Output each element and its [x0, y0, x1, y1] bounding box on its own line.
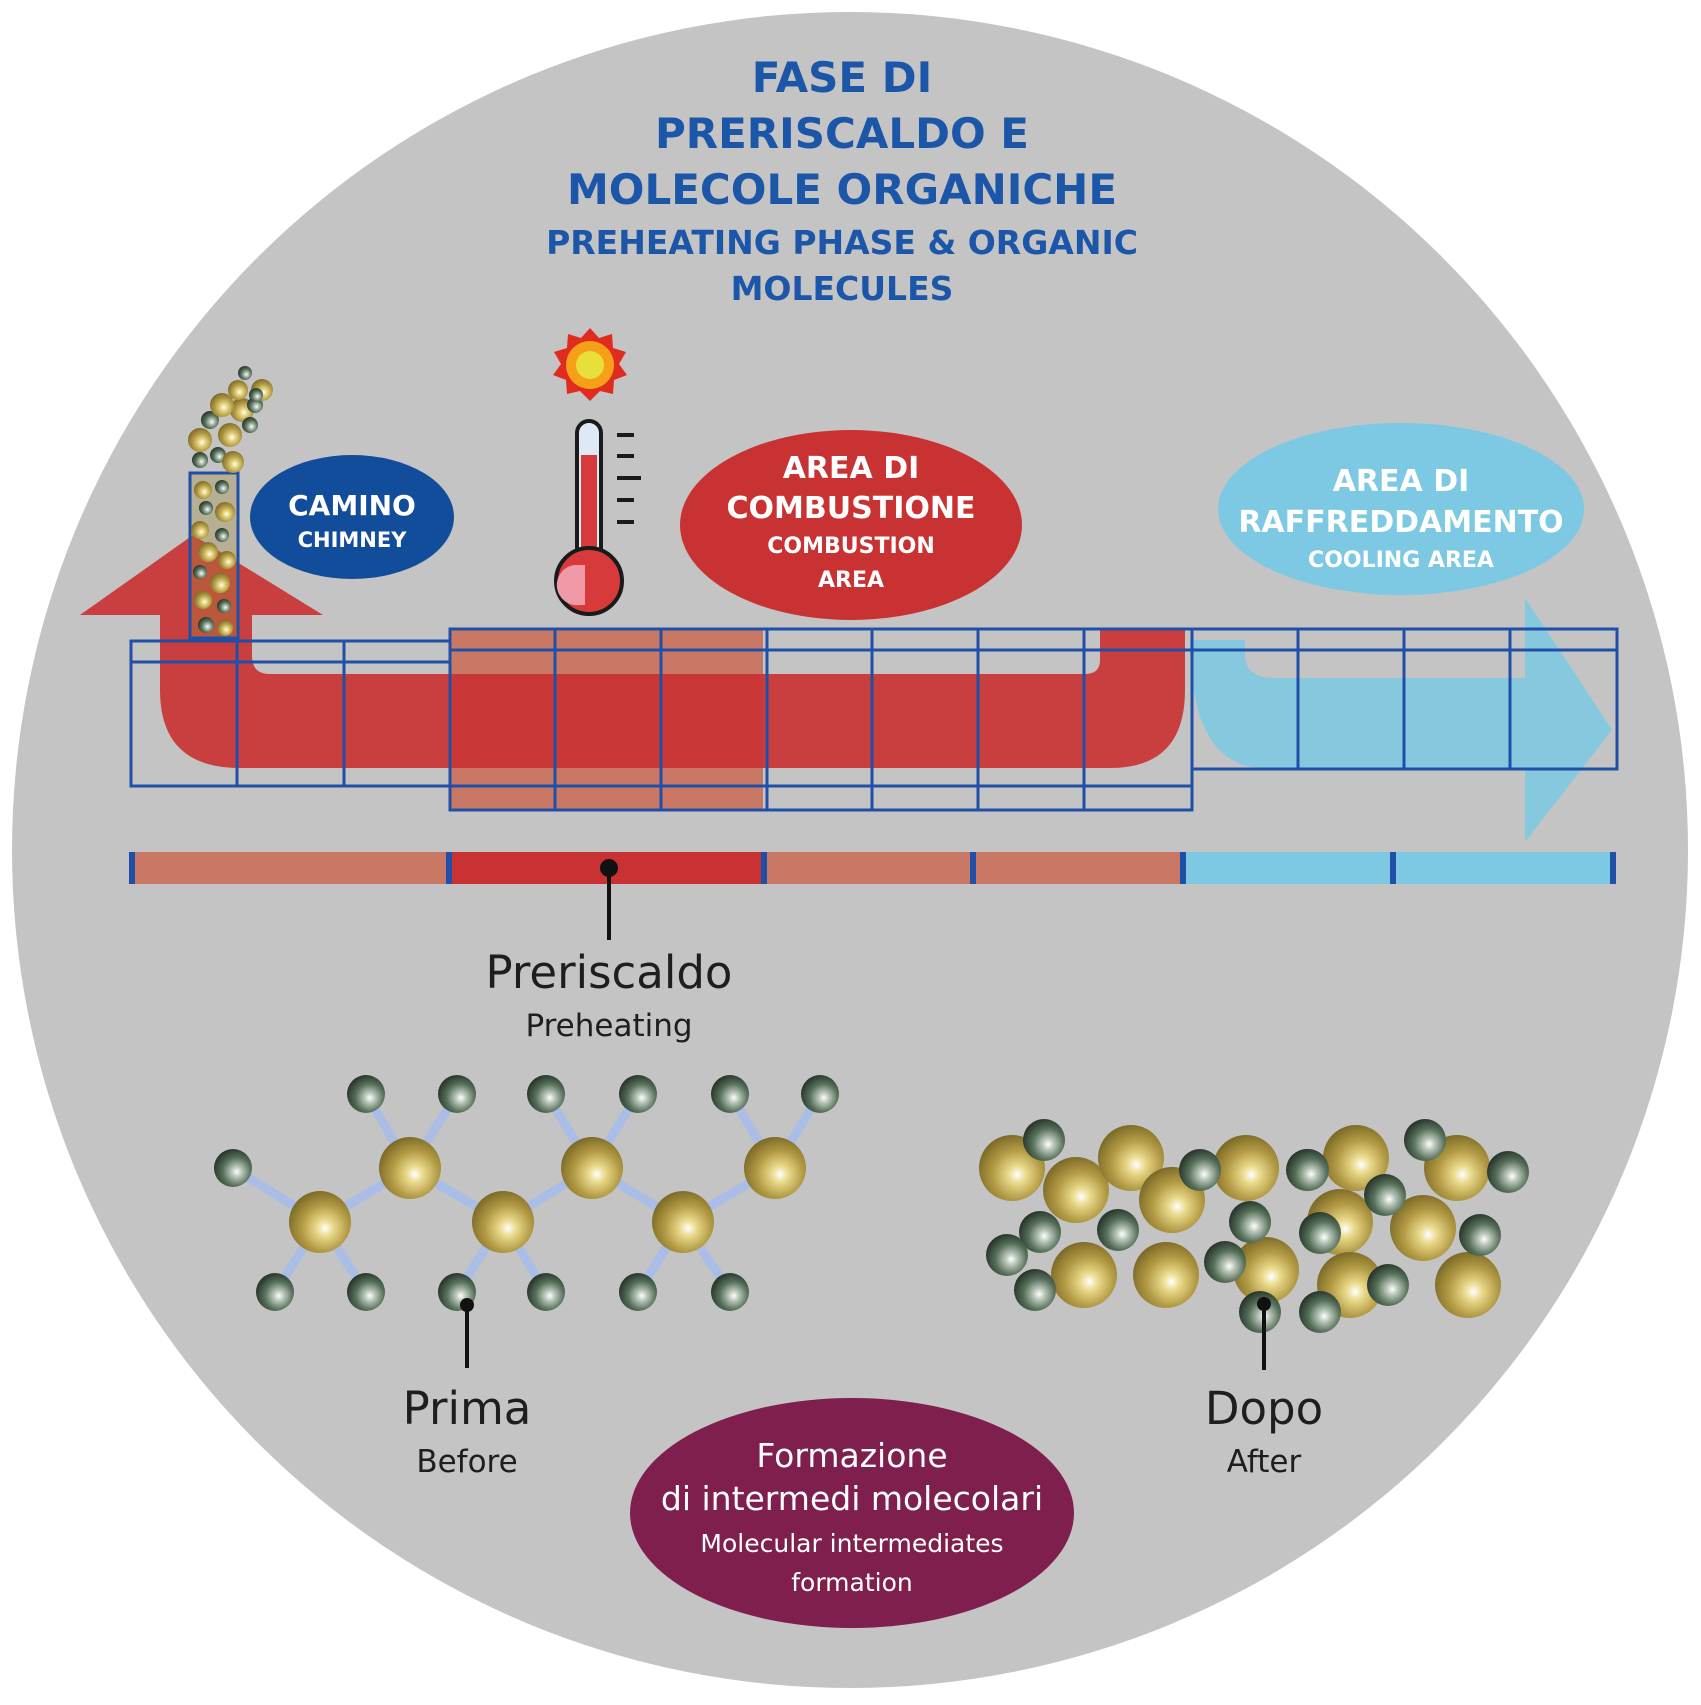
- combustion-sublabel-1: COMBUSTION: [767, 534, 935, 559]
- intermediates-sublabel-2: formation: [791, 1568, 913, 1597]
- cooling-sublabel: COOLING AREA: [1308, 548, 1494, 573]
- cooling-label-2: RAFFREDDAMENTO: [1238, 505, 1563, 540]
- organic-molecule-chain: [214, 1075, 839, 1311]
- chimney-stack: [188, 366, 273, 640]
- preheating-pointer: [600, 859, 618, 940]
- before-sublabel: Before: [416, 1444, 517, 1480]
- cooling-badge: AREA DI RAFFREDDAMENTO COOLING AREA: [1218, 423, 1584, 595]
- intermediates-label-1: Formazione: [756, 1436, 947, 1475]
- title-block: FASE DI PRERISCALDO E MOLECOLE ORGANICHE…: [546, 53, 1138, 308]
- combustion-label-2: COMBUSTIONE: [727, 491, 976, 526]
- before-pointer: [460, 1298, 474, 1368]
- before-label: Prima: [403, 1382, 532, 1435]
- chimney-label: CAMINO: [288, 489, 416, 522]
- after-label: Dopo: [1205, 1382, 1323, 1435]
- after-sublabel: After: [1227, 1444, 1302, 1480]
- zone-bar: [129, 852, 1616, 884]
- after-pointer: [1257, 1297, 1271, 1370]
- preheating-label: Preriscaldo: [486, 946, 733, 999]
- chimney-sublabel: CHIMNEY: [298, 528, 408, 552]
- preheating-sublabel: Preheating: [525, 1008, 692, 1044]
- fragmented-molecules-cluster: [979, 1119, 1529, 1333]
- combustion-badge: AREA DI COMBUSTIONE COMBUSTION AREA: [680, 430, 1022, 620]
- title-line-1: FASE DI: [752, 53, 932, 102]
- cooling-flow-arrow: [1190, 598, 1612, 842]
- intermediates-sublabel-1: Molecular intermediates: [700, 1529, 1003, 1558]
- title-line-5: MOLECULES: [731, 269, 954, 308]
- title-line-3: MOLECOLE ORGANICHE: [567, 165, 1117, 214]
- cooling-label-1: AREA DI: [1333, 464, 1470, 499]
- intermediates-badge: Formazione di intermedi molecolari Molec…: [630, 1398, 1074, 1628]
- chimney-badge: CAMINO CHIMNEY: [250, 455, 454, 579]
- combustion-sublabel-2: AREA: [818, 568, 884, 593]
- title-line-2: PRERISCALDO E: [655, 109, 1029, 158]
- combustion-flow-arrow: [80, 535, 1185, 768]
- combustion-label-1: AREA DI: [783, 451, 920, 486]
- sun-icon: [553, 328, 627, 401]
- intermediates-label-2: di intermedi molecolari: [661, 1479, 1043, 1518]
- title-line-4: PREHEATING PHASE & ORGANIC: [546, 223, 1138, 262]
- kiln-grid: [129, 627, 1619, 812]
- thermometer-icon: [554, 419, 641, 616]
